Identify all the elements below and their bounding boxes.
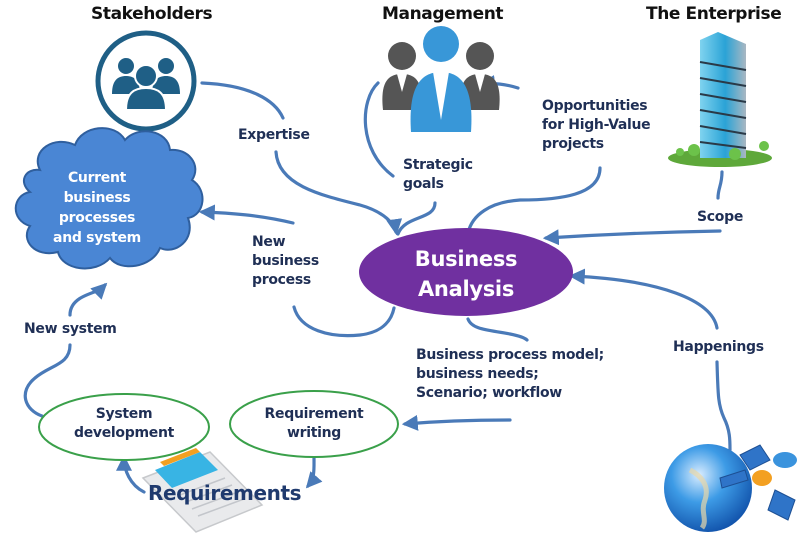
system-development-label: System development bbox=[73, 406, 175, 441]
edge-bpm-upper bbox=[466, 317, 529, 342]
edge-req-writing-to-doc bbox=[305, 454, 323, 489]
opportunities-label: Opportunities for High-Value projects bbox=[542, 98, 651, 152]
happenings-label: Happenings bbox=[673, 339, 764, 355]
new-business-process-label: New business process bbox=[252, 234, 319, 288]
edge-new-business-process-lower bbox=[292, 305, 396, 338]
edge-bpm-lower bbox=[401, 414, 512, 431]
new-system-label: New system bbox=[24, 321, 117, 337]
edge-opportunities-lower bbox=[466, 166, 602, 235]
edge-new-system-lower bbox=[23, 343, 72, 418]
stakeholders-title: Stakeholders bbox=[91, 4, 213, 24]
business-team-icon bbox=[382, 26, 500, 132]
group-icon bbox=[95, 30, 197, 132]
system-development-node bbox=[38, 393, 210, 461]
office-building-icon bbox=[668, 32, 772, 167]
document-icon bbox=[141, 448, 264, 533]
cloud-node bbox=[14, 127, 204, 270]
edge-happenings-upper bbox=[568, 268, 719, 330]
requirement-writing-label: Requirement writing bbox=[264, 406, 364, 441]
globe-satellite-icon bbox=[664, 444, 797, 532]
expertise-label: Expertise bbox=[238, 127, 310, 143]
requirements-label: Requirements bbox=[148, 481, 302, 505]
edge-doc-to-sysdev bbox=[116, 454, 146, 494]
edge-strategic-goals-upper bbox=[363, 81, 395, 178]
cloud-label: Current business processes and system bbox=[53, 170, 141, 246]
bpm-label: Business process model; business needs; … bbox=[416, 347, 604, 401]
edge-expertise-lower bbox=[274, 150, 403, 236]
edge-new-system-upper bbox=[68, 282, 108, 317]
edge-scope-upper bbox=[716, 170, 724, 200]
business-analysis-label: Business Analysis bbox=[414, 247, 518, 301]
edge-happenings-lower bbox=[715, 360, 732, 452]
management-title: Management bbox=[382, 4, 504, 24]
strategic-goals-label: Strategic goals bbox=[403, 157, 473, 192]
requirement-writing-node bbox=[229, 390, 399, 458]
edge-new-business-process-upper bbox=[198, 204, 295, 225]
edge-expertise-upper bbox=[200, 81, 285, 120]
edge-scope-lower bbox=[542, 229, 722, 246]
scope-label: Scope bbox=[697, 209, 744, 225]
business-analysis-node bbox=[359, 228, 573, 316]
enterprise-title: The Enterprise bbox=[646, 4, 782, 24]
edge-strategic-goals-lower bbox=[396, 201, 437, 236]
